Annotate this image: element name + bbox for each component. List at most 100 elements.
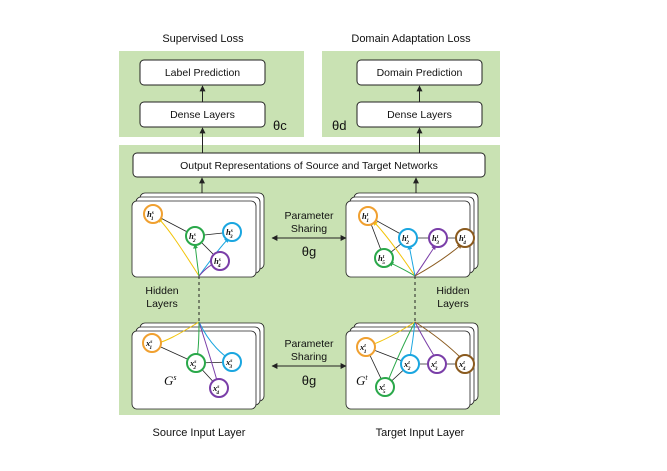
node-sub: 2 [405, 240, 409, 246]
node-base: h [189, 231, 194, 241]
node-sup: s [216, 384, 219, 390]
target-input-nodes [356, 337, 475, 397]
source-graph-label: Gs [164, 373, 177, 388]
svg-text:ht3: ht3 [432, 233, 439, 246]
svg-text:xt4: xt4 [458, 359, 466, 372]
node-base: x [378, 382, 384, 392]
node-sub: 2 [192, 365, 196, 371]
node-sub: 4 [217, 263, 221, 269]
node-sub: 1 [366, 218, 369, 224]
domain-prediction-box [356, 59, 483, 86]
node-sup: s [229, 358, 232, 364]
svg-text:hs4: hs4 [214, 256, 221, 269]
node-sub: 1 [149, 345, 152, 351]
target-hidden-nodes [358, 206, 475, 268]
svg-text:ht2: ht2 [402, 233, 409, 246]
node-base: x [189, 358, 195, 368]
node-sup: t [464, 234, 466, 240]
node-sup: s [193, 232, 196, 238]
node-base: x [145, 338, 151, 348]
node-sup: t [437, 234, 439, 240]
node-sup: t [407, 234, 409, 240]
svg-text:xt5: xt5 [378, 382, 386, 395]
svg-text:xs3: xs3 [225, 357, 232, 370]
node-sub: 2 [407, 366, 411, 372]
target-hidden-layers-line1: Hidden [436, 285, 469, 297]
target-graph-label: Gt [356, 373, 368, 388]
node-sup: t [408, 360, 410, 366]
input-parameter-sharing-line2: Sharing [291, 351, 327, 363]
discriminator-dense-text: Dense Layers [387, 109, 452, 121]
node-sub: 1 [151, 216, 154, 222]
node-base: x [359, 342, 365, 352]
source-input-nodes [142, 333, 242, 398]
node-sup: t [463, 360, 465, 366]
node-sup: s [218, 257, 221, 263]
node-base: h [214, 256, 219, 266]
svg-text:ht5: ht5 [378, 253, 385, 266]
theta-c: θc [273, 118, 287, 133]
hidden-parameter-sharing-line2: Sharing [291, 223, 327, 235]
node-base: x [225, 357, 231, 367]
node-sub: 3 [228, 364, 232, 370]
node-base: h [459, 233, 464, 243]
node-base: x [403, 359, 409, 369]
output-representations-box [132, 152, 486, 178]
input-theta-g: θg [302, 373, 316, 388]
svg-text:xs4: xs4 [212, 383, 219, 396]
node-base: h [378, 253, 383, 263]
node-sup: s [149, 339, 152, 345]
node-sup: s [193, 359, 196, 365]
node-sup: t [364, 343, 366, 349]
svg-text:hs1: hs1 [147, 209, 154, 222]
node-sub: 3 [229, 234, 233, 240]
node-base: x [458, 359, 464, 369]
node-sub: 3 [435, 240, 439, 246]
node-base: h [362, 211, 367, 221]
svg-text:xs1: xs1 [145, 338, 152, 351]
node-sub: 5 [383, 389, 386, 395]
domain-adaptation-loss-header: Domain Adaptation Loss [351, 33, 471, 45]
node-sub: 1 [364, 349, 367, 355]
node-base: h [147, 209, 152, 219]
source-input-layer-label: Source Input Layer [153, 427, 246, 439]
svg-text:xt2: xt2 [403, 359, 411, 372]
svg-text:ht1: ht1 [362, 211, 369, 224]
node-sub: 5 [382, 260, 385, 266]
svg-text:xs2: xs2 [189, 358, 196, 371]
node-base: x [430, 359, 436, 369]
node-base: h [226, 227, 231, 237]
hidden-parameter-sharing-line1: Parameter [284, 210, 334, 222]
hidden-theta-g: θg [302, 244, 316, 259]
node-sub: 4 [462, 366, 466, 372]
svg-text:hs2: hs2 [189, 231, 196, 244]
node-sup: t [383, 254, 385, 260]
target-hidden-layers-line2: Layers [437, 298, 469, 310]
node-base: h [402, 233, 407, 243]
node-sub: 3 [434, 366, 438, 372]
supervised-loss-header: Supervised Loss [162, 33, 244, 45]
source-hidden-layers-line1: Hidden [145, 285, 178, 297]
node-sub: 4 [462, 240, 466, 246]
target-input-layer-label: Target Input Layer [376, 427, 465, 439]
svg-text:xt3: xt3 [430, 359, 438, 372]
label-prediction-text: Label Prediction [165, 67, 240, 79]
node-sup: t [383, 383, 385, 389]
svg-text:ht4: ht4 [459, 233, 466, 246]
node-sub: 4 [215, 390, 219, 396]
node-sub: 2 [192, 238, 196, 244]
svg-text:hs3: hs3 [226, 227, 233, 240]
source-hidden-layers-line2: Layers [146, 298, 178, 310]
node-sup: s [230, 228, 233, 234]
node-sup: t [435, 360, 437, 366]
domain-prediction-text: Domain Prediction [377, 67, 463, 79]
output-representations-text: Output Representations of Source and Tar… [180, 160, 438, 172]
svg-text:xt1: xt1 [359, 342, 367, 355]
source-hidden-nodes [143, 204, 242, 271]
label-prediction-box [139, 59, 266, 86]
